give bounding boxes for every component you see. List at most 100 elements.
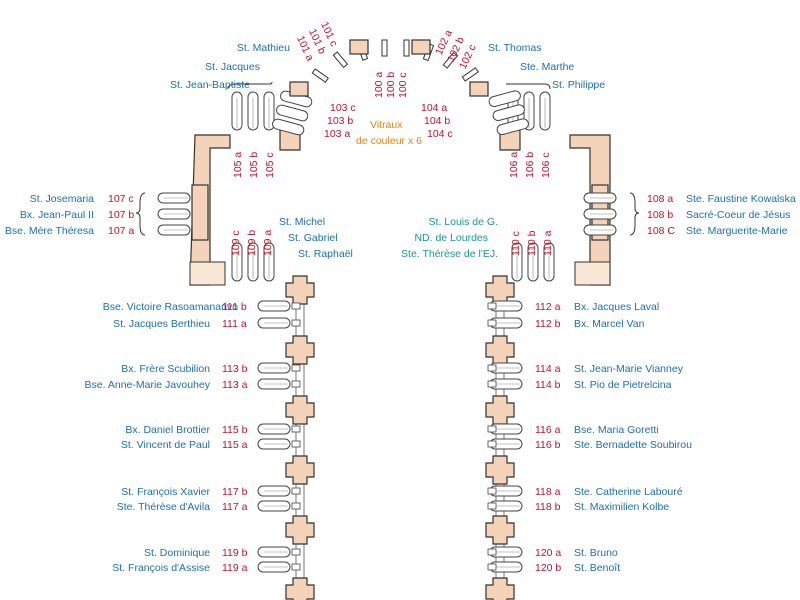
saint-name-maximilien-kolbe: St. Maximilien Kolbe bbox=[574, 501, 670, 513]
saint-name-jacques: St. Jacques bbox=[205, 61, 260, 73]
saint-name-bernadette-soubirou: Ste. Bernadette Soubirou bbox=[574, 439, 692, 451]
saint-name-therese-d-avila: Ste. Thérèse d'Avila bbox=[116, 501, 210, 513]
saint-name-raphael: St. Raphaël bbox=[298, 248, 353, 260]
window-label-106c: 106 c bbox=[540, 152, 552, 178]
window-label-106a: 106 a bbox=[508, 151, 520, 178]
window-label-111a: 111 a bbox=[222, 318, 247, 330]
window-label-108c: 108 C bbox=[647, 225, 676, 237]
apse-pillar-2 bbox=[411, 39, 431, 55]
nave-window-left-sill-4 bbox=[291, 425, 301, 433]
window-label-105b: 105 b bbox=[248, 151, 260, 178]
stained-glass-note-title: Vitraux bbox=[370, 119, 403, 131]
saint-name-thomas: St. Thomas bbox=[488, 42, 542, 54]
apse-window-104a bbox=[488, 90, 521, 108]
window-label-113b: 113 b bbox=[222, 363, 248, 375]
window-label-106b: 106 b bbox=[524, 151, 536, 178]
right-chapel-corner bbox=[574, 261, 611, 286]
apse-slit-window-1 bbox=[332, 51, 349, 69]
window-label-108a: 108 a bbox=[647, 193, 674, 205]
nave-window-right-sill-6 bbox=[487, 487, 497, 495]
window-label-100b: 100 b bbox=[385, 71, 397, 98]
saint-name-catherine-laboure: Ste. Catherine Labouré bbox=[574, 486, 683, 498]
nave-window-left-sill-5 bbox=[291, 440, 301, 448]
window-label-109a: 109 a bbox=[262, 229, 274, 256]
window-label-114b: 114 b bbox=[535, 379, 561, 391]
saint-name-vincent-de-paul: St. Vincent de Paul bbox=[120, 439, 210, 451]
window-label-104b: 104 b bbox=[424, 115, 451, 127]
saint-name-pio-de-pietrelcina: St. Pio de Pietrelcina bbox=[574, 379, 672, 391]
nave-window-right-sill-9 bbox=[487, 563, 497, 571]
window-label-117a: 117 a bbox=[222, 501, 248, 513]
window-label-100a: 100 a bbox=[373, 71, 385, 98]
nave-pillar-right-2 bbox=[485, 395, 515, 425]
saint-name-daniel-brottier: Bx. Daniel Brottier bbox=[125, 424, 210, 436]
nave-window-left-sill-0 bbox=[291, 302, 301, 310]
window-label-107b: 107 b bbox=[108, 209, 135, 221]
window-label-118a: 118 a bbox=[535, 486, 561, 498]
nave-window-left-sill-1 bbox=[291, 319, 301, 327]
window-label-115a: 115 a bbox=[222, 439, 248, 451]
left-chapel-corner bbox=[189, 261, 226, 286]
window-label-120a: 120 a bbox=[535, 547, 562, 559]
nave-pillar-right-0 bbox=[485, 275, 515, 305]
nave-window-right-sill-3 bbox=[487, 380, 497, 388]
apse-window-104b bbox=[492, 104, 525, 122]
saint-name-josemaria: St. Josemaria bbox=[29, 193, 94, 205]
window-label-107a: 107 a bbox=[108, 225, 135, 237]
window-label-120b: 120 b bbox=[535, 562, 562, 574]
saint-name-marguerite-marie: Ste. Marguerite-Marie bbox=[686, 225, 788, 237]
left-transept-wall bbox=[191, 184, 209, 241]
window-label-100c: 100 c bbox=[397, 72, 409, 98]
saint-name-francois-xavier: St. François Xavier bbox=[121, 486, 210, 498]
window-label-105a: 105 a bbox=[232, 151, 244, 178]
window-label-104a: 104 a bbox=[421, 102, 448, 114]
stained-glass-note-count: de couleur x 6 bbox=[356, 135, 422, 147]
window-label-112a: 112 a bbox=[535, 301, 561, 313]
nave-window-left-sill-7 bbox=[291, 502, 301, 510]
nave-window-left-sill-8 bbox=[291, 548, 301, 556]
saint-name-therese-de-l-ej: Ste. Thérèse de l'EJ. bbox=[401, 248, 498, 260]
nave-pillar-left-3 bbox=[285, 455, 315, 485]
saint-name-mathieu: St. Mathieu bbox=[236, 42, 290, 54]
window-label-112b: 112 b bbox=[535, 318, 561, 330]
window-label-109b: 109 b bbox=[246, 229, 258, 256]
saint-name-faustine-kowalska: Ste. Faustine Kowalska bbox=[686, 193, 796, 205]
saint-name-gabriel: St. Gabriel bbox=[288, 232, 338, 244]
window-label-119b: 119 b bbox=[222, 547, 248, 559]
nave-pillar-right-3 bbox=[485, 455, 515, 485]
nave-window-right-sill-4 bbox=[487, 425, 497, 433]
saint-name-maria-goretti: Bse. Maria Goretti bbox=[574, 424, 659, 436]
window-label-110c: 110 c bbox=[510, 231, 522, 256]
window-label-110b: 110 b bbox=[526, 230, 538, 257]
apse-slit-window-0 bbox=[311, 68, 329, 83]
saint-name-mere-theresa: Bse. Mère Théresa bbox=[4, 225, 94, 237]
nave-window-left-sill-3 bbox=[291, 380, 301, 388]
saint-name-jean-paul-ii: Bx. Jean-Paul II bbox=[19, 209, 94, 221]
saint-name-benoit: St. Benoît bbox=[574, 562, 621, 574]
saint-name-marthe: Ste. Marthe bbox=[520, 61, 575, 73]
saint-name-bruno: St. Bruno bbox=[574, 547, 618, 559]
apse-slit-window-3 bbox=[381, 39, 388, 57]
window-label-109c: 109 c bbox=[230, 230, 242, 256]
window-label-105c: 105 c bbox=[264, 152, 276, 178]
saint-name-louis-de-g: St. Louis de G. bbox=[428, 216, 498, 228]
nave-pillar-right-4 bbox=[485, 515, 515, 545]
apse-pillar-1 bbox=[349, 39, 369, 55]
saint-name-jacques-laval: Bx. Jacques Laval bbox=[574, 301, 660, 313]
window-label-104c: 104 c bbox=[427, 128, 453, 140]
nave-pillar-left-1 bbox=[285, 335, 315, 365]
saint-name-michel: St. Michel bbox=[279, 216, 326, 228]
nave-window-left-sill-6 bbox=[291, 487, 301, 495]
window-label-117b: 117 b bbox=[222, 486, 248, 498]
nave-pillar-right-5 bbox=[485, 577, 515, 600]
nave-pillar-right-1 bbox=[485, 335, 515, 365]
window-label-119a: 119 a bbox=[222, 562, 248, 574]
brace-transept-left bbox=[135, 192, 146, 236]
brace-transept-right bbox=[629, 192, 640, 236]
apse-slit-window-6 bbox=[442, 51, 459, 69]
nave-window-right-sill-2 bbox=[487, 364, 497, 372]
nave-window-left-sill-2 bbox=[291, 364, 301, 372]
window-label-107c: 107 c bbox=[108, 193, 134, 205]
window-label-114a: 114 a bbox=[535, 363, 561, 375]
